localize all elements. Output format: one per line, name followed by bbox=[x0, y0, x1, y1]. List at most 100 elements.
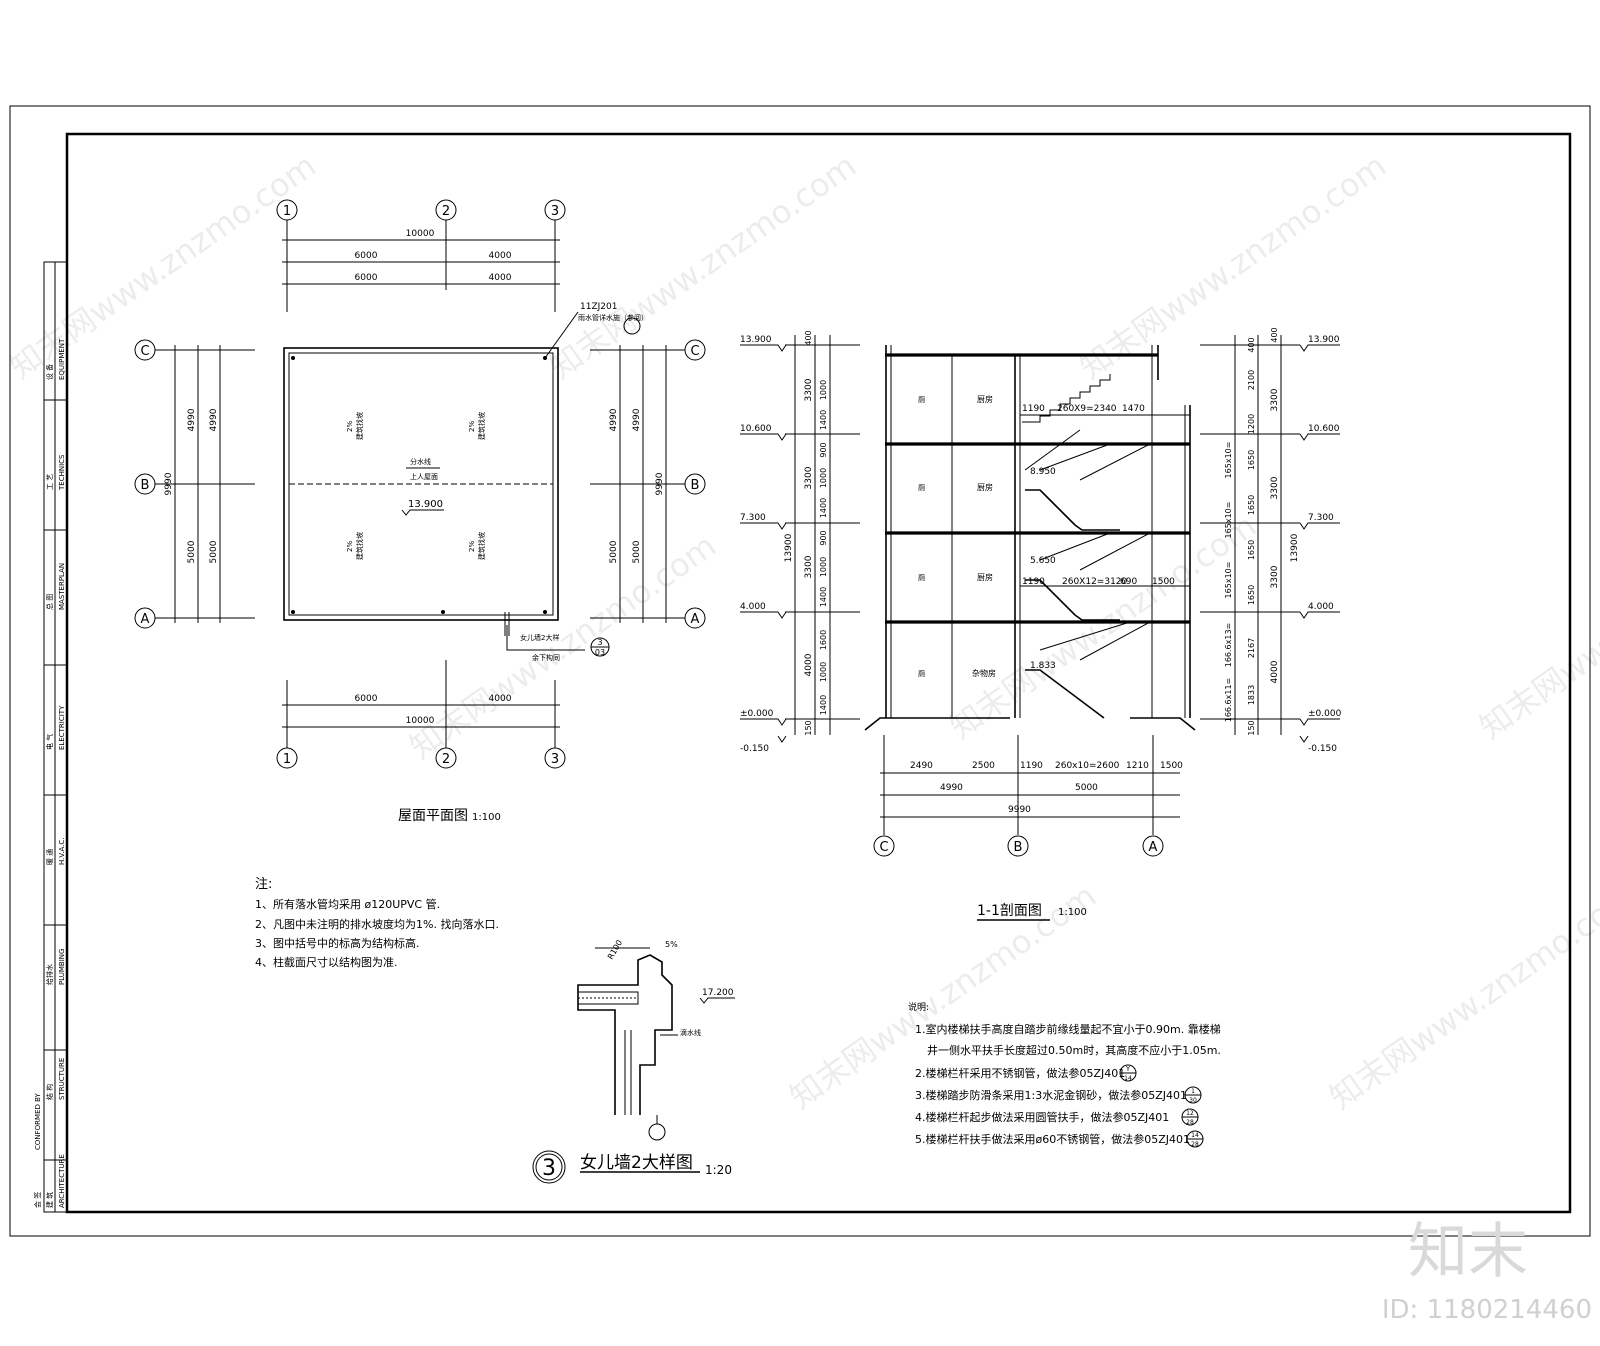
svg-text:13.900: 13.900 bbox=[1308, 335, 1340, 345]
tb-label-en: H.V.A.C. bbox=[58, 838, 66, 865]
parapet-ref-top: 3 bbox=[597, 638, 602, 647]
stair-dim: 165x10= bbox=[1224, 562, 1233, 599]
tb-label-en: EQUIPMENT bbox=[58, 338, 66, 380]
watermark-text: 知末网www.znzmo.com bbox=[403, 526, 723, 766]
svg-text:14: 14 bbox=[1124, 1075, 1132, 1082]
level-marker: 4.000 bbox=[740, 602, 787, 619]
dim: 1400 bbox=[819, 587, 828, 607]
dim: 1210 bbox=[1126, 761, 1149, 771]
tb-sign: 会 签 bbox=[33, 1192, 42, 1208]
dim-total: 10000 bbox=[406, 716, 435, 726]
stair-dim: 1470 bbox=[1122, 404, 1145, 414]
dim: 3300 bbox=[1270, 565, 1280, 588]
svg-text:4.000: 4.000 bbox=[1308, 602, 1334, 612]
svg-text:C: C bbox=[140, 344, 149, 359]
section-scale: 1:100 bbox=[1058, 907, 1087, 918]
level-marker: 10.600 bbox=[1299, 424, 1340, 441]
roof-plan-title: 屋面平面图 bbox=[398, 808, 468, 824]
svg-text:2: 2 bbox=[442, 204, 450, 219]
drain-note: 雨水管详水施（参阅） bbox=[578, 313, 648, 322]
dim: 3300 bbox=[804, 466, 814, 489]
dim: 4000 bbox=[804, 653, 814, 676]
watermark-text: 知末网www.znzmo.com bbox=[3, 146, 323, 386]
level-marker: ±0.000 bbox=[740, 709, 787, 726]
dim: 2167 bbox=[1247, 638, 1256, 658]
notes-block: 注: 1、所有落水管均采用 ø120UPVC 管. 2、凡图中未注明的排水坡度均… bbox=[255, 877, 499, 969]
watermark-text: 知末网www.znzmo.com bbox=[1073, 146, 1393, 386]
dim: 1650 bbox=[1247, 585, 1256, 605]
dim: 2500 bbox=[972, 761, 995, 771]
dim: 4990 bbox=[940, 783, 963, 793]
stair-dim: 260X9=2340 bbox=[1057, 404, 1117, 414]
dim: 9990 bbox=[164, 472, 174, 495]
room-label: 厕 bbox=[918, 484, 925, 492]
room-label: 杂物房 bbox=[972, 668, 996, 678]
level-marker: -0.150 bbox=[740, 735, 787, 754]
axis-bubble-B-right: B bbox=[684, 473, 706, 495]
slope-text: 建筑找坡 bbox=[355, 412, 364, 440]
detail-elev: 17.200 bbox=[702, 988, 734, 998]
svg-text:2: 2 bbox=[442, 752, 450, 767]
landing-level: 8.950 bbox=[1030, 467, 1056, 477]
remark-line: 5.楼梯栏杆扶手做法采用ø60不锈钢管，做法参05ZJ401 bbox=[915, 1132, 1190, 1146]
stair-dim: 1500 bbox=[1152, 577, 1175, 587]
tb-label-en: STRUCTURE bbox=[58, 1058, 66, 1100]
detail-number-bubble: 3 bbox=[532, 1150, 566, 1184]
svg-text:13.900: 13.900 bbox=[740, 335, 772, 345]
tb-label-cn: 工 艺 bbox=[46, 474, 54, 490]
level-marker: 7.300 bbox=[1299, 513, 1340, 530]
stair-dim: 260X12=3120 bbox=[1062, 577, 1128, 587]
level-marker: ±0.000 bbox=[1299, 709, 1342, 726]
dim: 4990 bbox=[609, 408, 619, 431]
title-block: 设 备 EQUIPMENT 工 艺 TECHNICS 总 图 MASTERPLA… bbox=[33, 261, 68, 1213]
svg-text:B: B bbox=[691, 478, 700, 493]
svg-text:1: 1 bbox=[283, 752, 291, 767]
stair-dim: 1190 bbox=[1022, 577, 1045, 587]
remarks-block: 说明: 1.室内楼梯扶手高度自踏步前缘线量起不宜小于0.90m. 靠楼梯 井一侧… bbox=[908, 1001, 1221, 1148]
stair-dim: 166.6x11= bbox=[1224, 678, 1233, 723]
dim: 3300 bbox=[804, 555, 814, 578]
image-id: ID: 1180214460 bbox=[1382, 1295, 1592, 1325]
dim: 4000 bbox=[489, 273, 512, 283]
svg-text:-0.150: -0.150 bbox=[1308, 744, 1337, 754]
svg-text:7.300: 7.300 bbox=[1308, 513, 1334, 523]
dim: 900 bbox=[819, 530, 828, 545]
dim: 1833 bbox=[1247, 685, 1256, 705]
sheet-outer-border bbox=[9, 105, 1591, 1237]
parapet-note: 女儿墙2大样 bbox=[520, 633, 559, 642]
roof-outline bbox=[283, 347, 559, 621]
svg-text:A: A bbox=[1149, 840, 1158, 855]
dim: 260x10=2600 bbox=[1055, 761, 1120, 771]
dim: 3300 bbox=[1270, 388, 1280, 411]
landing-level: 1.833 bbox=[1030, 661, 1056, 671]
svg-text:B: B bbox=[1014, 840, 1023, 855]
detail-radius: R100 bbox=[606, 938, 624, 961]
tb-label-en: ARCHITECTURE bbox=[58, 1154, 66, 1208]
svg-text:A: A bbox=[141, 612, 150, 627]
tb-label-cn: 设 备 bbox=[45, 364, 54, 380]
ref-bubble: 1 30 bbox=[1184, 1086, 1202, 1104]
ridge-label: 分水线 bbox=[410, 457, 431, 466]
slope-text: 建筑找坡 bbox=[477, 412, 486, 440]
note-line: 2、凡图中未注明的排水坡度均为1%. 找向落水口. bbox=[255, 917, 499, 931]
watermark-group: 知末网www.znzmo.com 知末网www.znzmo.com 知末网www… bbox=[3, 146, 1600, 1116]
svg-text:1: 1 bbox=[1191, 1088, 1195, 1095]
axis-bubble-2-bottom: 2 bbox=[435, 747, 457, 769]
level-marker: -0.150 bbox=[1299, 735, 1337, 754]
note-line: 1、所有落水管均采用 ø120UPVC 管. bbox=[255, 897, 440, 911]
dim: 1650 bbox=[1247, 495, 1256, 515]
roof-plan: 1 2 3 10000 6000 4000 6000 4000 C B bbox=[134, 199, 706, 824]
slope-text: 建筑找坡 bbox=[355, 532, 364, 560]
dim: 4990 bbox=[187, 408, 197, 431]
axis-bubble-B-section: B bbox=[1007, 835, 1029, 857]
dim: 900 bbox=[819, 442, 828, 457]
detail-slope: 5% bbox=[665, 940, 678, 949]
dim: 1600 bbox=[819, 630, 828, 650]
tb-label-en: PLUMBING bbox=[58, 949, 66, 985]
dim: 4000 bbox=[489, 694, 512, 704]
room-label: 厨房 bbox=[977, 482, 993, 492]
dim: 1000 bbox=[819, 468, 828, 488]
dim: 5000 bbox=[1075, 783, 1098, 793]
dim: 2490 bbox=[910, 761, 933, 771]
dim: 1400 bbox=[819, 410, 828, 430]
